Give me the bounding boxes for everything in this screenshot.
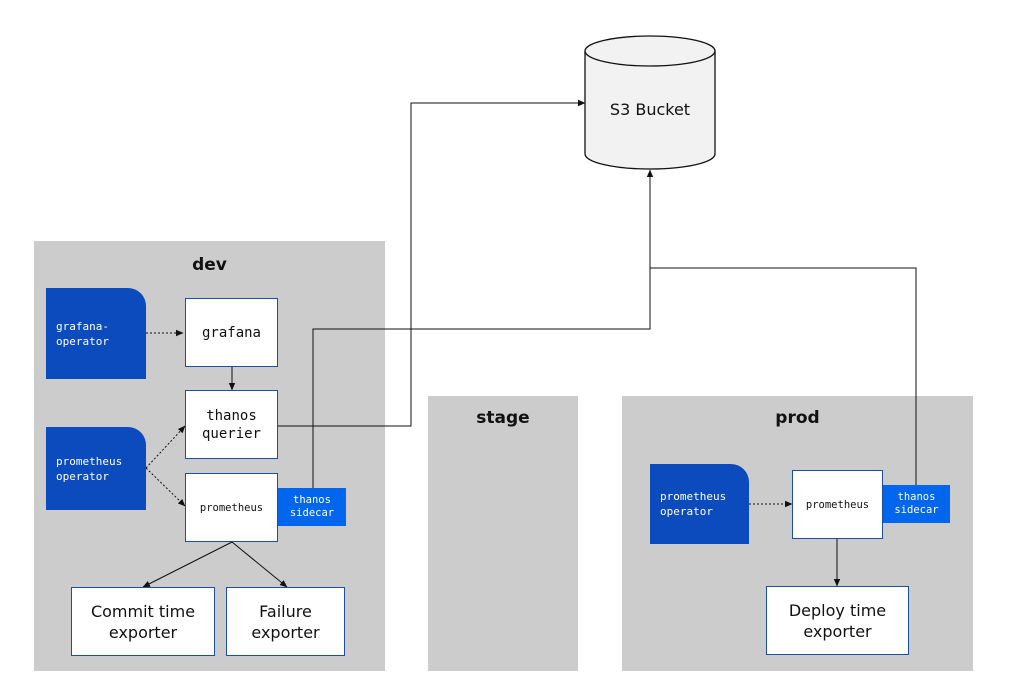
dev-prometheus-operator: prometheus operator: [46, 427, 146, 510]
grafana-operator: grafana- operator: [46, 288, 146, 379]
failure-exporter: Failure exporter: [226, 587, 345, 656]
stage-title: stage: [476, 408, 530, 428]
prod-prometheus-operator: prometheus operator: [650, 464, 749, 544]
prod-sidecar-to-s3-line: [650, 267, 917, 485]
prod-thanos-sidecar: thanos sidecar: [883, 485, 950, 523]
prom-operator-to-prometheus-line: [145, 467, 186, 507]
prod-prometheus-node: prometheus: [792, 470, 883, 539]
stage-environment: stage: [428, 396, 578, 671]
prod-title: prod: [775, 408, 820, 428]
s3-bucket-icon: [584, 35, 716, 170]
prometheus-to-failure-exporter-line: [231, 541, 288, 588]
dev-prometheus-node: prometheus: [185, 473, 278, 542]
prometheus-to-commit-exporter-line: [142, 541, 233, 588]
prom-operator-to-querier-line: [145, 425, 186, 469]
thanos-querier-node: thanos querier: [185, 390, 278, 459]
dev-sidecar-to-s3-line: [312, 169, 654, 488]
commit-time-exporter: Commit time exporter: [71, 587, 215, 656]
s3-bucket-label: S3 Bucket: [609, 100, 691, 119]
querier-to-s3-line: [278, 99, 586, 427]
dev-thanos-sidecar: thanos sidecar: [278, 488, 346, 526]
grafana-node: grafana: [185, 298, 278, 367]
dev-title: dev: [192, 255, 227, 275]
deploy-time-exporter: Deploy time exporter: [766, 586, 909, 655]
